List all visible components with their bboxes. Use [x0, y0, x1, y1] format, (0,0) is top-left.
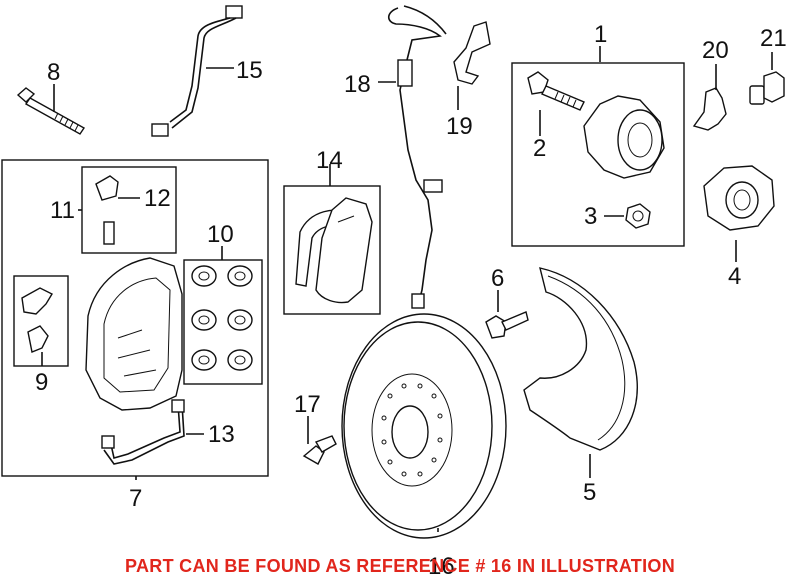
callout-8: 8	[47, 59, 60, 86]
brake-pads-part-14	[295, 197, 373, 304]
hose-bracket-part-19	[453, 21, 491, 85]
callout-7: 7	[129, 485, 142, 512]
hub-bolt-part-2	[527, 71, 585, 111]
callout-1: 1	[594, 21, 607, 48]
callout-18: 18	[344, 71, 371, 98]
bolt-part-6	[485, 311, 529, 339]
callout-4: 4	[728, 263, 741, 290]
reference-notice: PART CAN BE FOUND AS REFERENCE # 16 IN I…	[125, 556, 675, 576]
callout-21: 21	[760, 25, 787, 52]
callout-numbers: 1 2 3 4 5 6 7 8 9 10 11 12 13 14 15 16 1…	[35, 21, 787, 580]
bolt-part-17	[302, 435, 337, 465]
sensor-part-20	[692, 87, 727, 131]
dust-shield-part-5	[523, 267, 638, 451]
stud-part-21	[749, 71, 785, 105]
callout-5: 5	[583, 479, 596, 506]
callout-17: 17	[294, 391, 321, 418]
brake-rotor-part-16	[341, 313, 507, 539]
seal-kit-box	[183, 259, 263, 385]
callout-6: 6	[491, 265, 504, 292]
caliper-body	[85, 257, 183, 411]
bolt-part-8	[16, 87, 86, 135]
callout-10: 10	[207, 221, 234, 248]
callout-3: 3	[584, 203, 597, 230]
nut-part-3	[625, 203, 651, 229]
callout-16: 16	[428, 553, 455, 580]
hub-flange-part-4	[703, 165, 775, 231]
callout-9: 9	[35, 369, 48, 396]
callout-14: 14	[316, 147, 343, 174]
callout-19: 19	[446, 113, 473, 140]
brake-hose-part-18	[387, 5, 447, 309]
clip-kit-box	[13, 275, 69, 367]
seals-part-10	[191, 265, 253, 371]
callout-12: 12	[144, 185, 171, 212]
callout-13: 13	[208, 421, 235, 448]
guide-pin-part-12	[95, 175, 119, 245]
hub-group-box	[511, 62, 685, 247]
hub-bearing	[583, 95, 665, 179]
callout-20: 20	[702, 37, 729, 64]
leader-lines	[41, 46, 773, 532]
caliper-group-box	[1, 159, 269, 477]
brake-pad-box	[283, 185, 381, 315]
clips-part-9	[21, 287, 53, 353]
callout-2: 2	[533, 135, 546, 162]
brake-line-part-13	[101, 399, 185, 465]
callout-15: 15	[236, 57, 263, 84]
callout-11: 11	[50, 197, 75, 224]
sensor-wire-part-15	[151, 5, 243, 137]
